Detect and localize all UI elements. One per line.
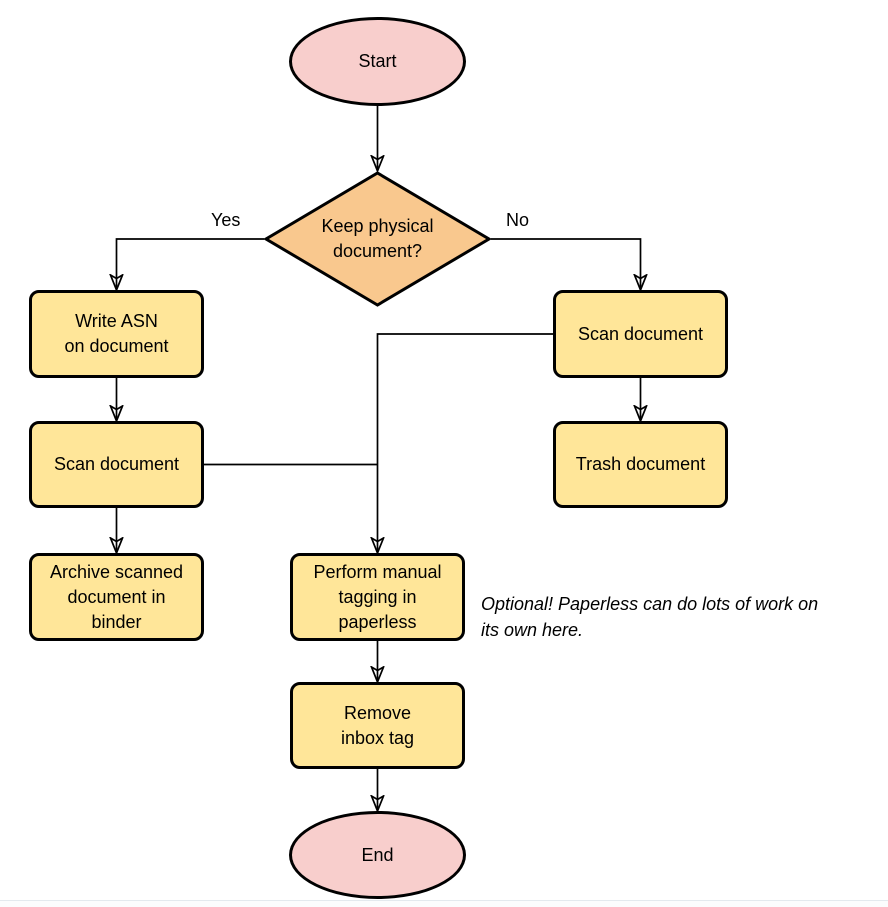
bottom-page-divider: [0, 900, 888, 901]
edge-label-yes: Yes: [211, 210, 241, 230]
below-page-strip: [0, 901, 888, 907]
node-archive-binder: Archive scanned document in binder: [29, 553, 204, 641]
node-write-asn: Write ASN on document: [29, 290, 204, 378]
node-manual-tagging: Perform manual tagging in paperless: [290, 553, 465, 641]
edge-decision-yes-to-write-asn: [117, 238, 264, 290]
node-end-label: End: [361, 844, 394, 865]
node-scan-document-left: Scan document: [29, 421, 204, 508]
edge-decision-no-to-scan-right: [491, 238, 641, 290]
node-remove-inbox-tag-label: Remove inbox tag: [340, 702, 415, 748]
edge-scan-right-to-tagging: [378, 333, 553, 553]
node-end: End: [289, 811, 466, 899]
node-scan-document-right: Scan document: [553, 290, 728, 378]
node-scan-document-left-label: Scan document: [53, 454, 180, 474]
optional-note: Optional! Paperless can do lots of work …: [481, 594, 819, 640]
decision-diamond-shape: [263, 171, 492, 307]
node-archive-binder-label: Archive scanned document in binder: [49, 561, 184, 632]
node-scan-document-right-label: Scan document: [577, 323, 704, 344]
node-start: Start: [289, 17, 466, 106]
node-trash-document: Trash document: [553, 421, 728, 508]
node-start-label: Start: [358, 51, 397, 71]
node-decision-label: Keep physical document?: [321, 216, 434, 261]
node-remove-inbox-tag: Remove inbox tag: [290, 682, 465, 769]
node-trash-document-label: Trash document: [575, 454, 706, 474]
node-write-asn-label: Write ASN on document: [64, 311, 169, 356]
node-manual-tagging-label: Perform manual tagging in paperless: [313, 561, 442, 632]
edge-label-no: No: [506, 210, 530, 230]
node-decision: Keep physical document?: [263, 171, 492, 307]
